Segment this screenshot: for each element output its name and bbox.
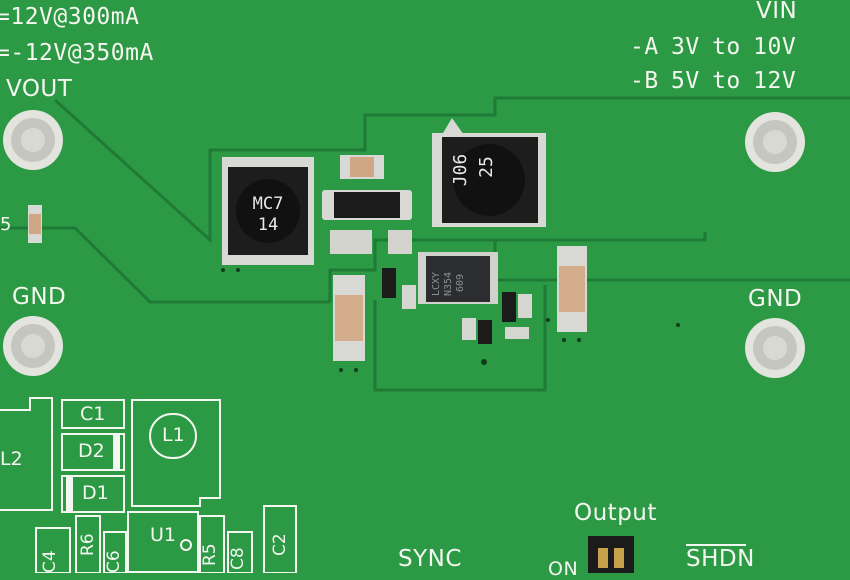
output-jumper[interactable]	[588, 536, 634, 573]
capacitor-top	[340, 155, 384, 179]
diode-d	[322, 190, 412, 220]
on-label: ON	[548, 558, 579, 580]
gnd-right-label: GND	[748, 286, 803, 312]
turret-vout[interactable]	[3, 110, 63, 170]
ic-regulator	[418, 252, 498, 304]
inductor-right	[432, 118, 546, 227]
ic-marking-2: N354	[443, 271, 454, 296]
refdes-c8: C8	[228, 547, 248, 570]
vout-positive-label: =12V@300mA	[0, 4, 140, 30]
sync-label: SYNC	[398, 546, 462, 572]
refdes-l1: L1	[162, 424, 185, 446]
inductor-left	[222, 157, 314, 265]
diode-bar	[113, 434, 120, 470]
inductor-right-marking-1: J06	[450, 153, 471, 187]
pad	[388, 230, 412, 254]
vin-range-a: -A 3V to 10V	[630, 34, 797, 60]
output-label: Output	[574, 500, 657, 526]
copper-traces	[0, 96, 850, 392]
vout-negative-label: =-12V@350mA	[0, 40, 154, 66]
resistor-small	[518, 294, 532, 318]
refdes-u1: U1	[150, 524, 176, 546]
inductor-right-marking-2: 25	[476, 156, 497, 178]
refdes-d2: D2	[78, 440, 105, 462]
refdes-c6: C6	[104, 550, 124, 573]
ic-marking-1: LCXY	[431, 271, 442, 296]
refdes-c2: C2	[270, 533, 290, 556]
refdes-r5: R5	[200, 543, 220, 566]
gnd-left-label: GND	[12, 284, 67, 310]
inductor-left-marking-1: MC7	[252, 194, 284, 214]
turret-gnd-right[interactable]	[745, 318, 805, 378]
vout-label: VOUT	[6, 76, 73, 102]
capacitor-right	[557, 246, 587, 332]
shdn-label: SHDN	[686, 546, 755, 572]
resistor-small	[462, 318, 476, 340]
vin-range-b: -B 5V to 12V	[630, 68, 797, 94]
refdes-c4: C4	[40, 550, 60, 573]
resistor-small	[478, 320, 492, 344]
edge-label: 5	[0, 214, 12, 235]
resistor-small	[382, 268, 396, 298]
resistor-small	[505, 327, 529, 339]
resistor-small	[402, 285, 416, 309]
vin-label: VIN	[756, 0, 798, 24]
diode-bar	[66, 476, 73, 512]
ic-marking-3: 609	[455, 273, 466, 292]
silkscreen-outlines	[0, 397, 297, 573]
refdes-c1: C1	[80, 403, 106, 425]
refdes-r6: R6	[78, 533, 98, 556]
resistor-small	[502, 292, 516, 322]
refdes-l2: L2	[0, 448, 23, 470]
inductor-left-marking-2: 14	[257, 215, 279, 235]
capacitor-edge	[28, 205, 42, 243]
turret-vin[interactable]	[745, 112, 805, 172]
turret-gnd-left[interactable]	[3, 316, 63, 376]
vias	[221, 268, 680, 372]
capacitor-left	[333, 275, 365, 361]
pad	[330, 230, 372, 254]
refdes-d1: D1	[82, 482, 109, 504]
